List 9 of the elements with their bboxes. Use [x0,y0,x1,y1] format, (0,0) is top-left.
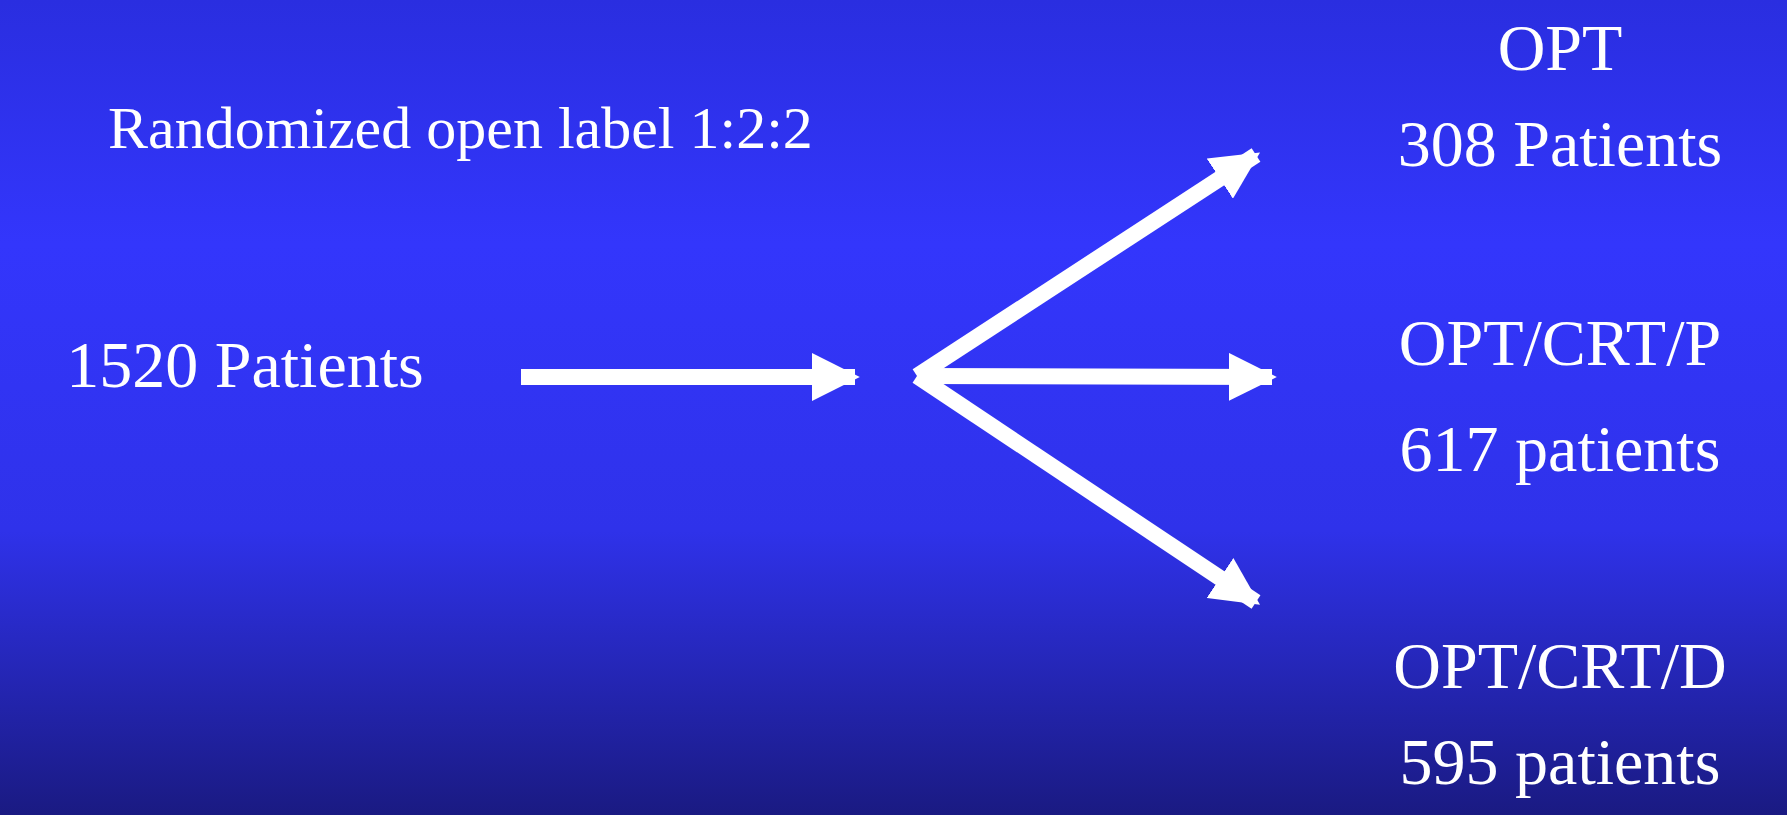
patient-count: 595 patients [1398,724,1722,800]
note-text: Randomized open label 1:2:2 [108,94,813,163]
patient-count: 617 patients [1398,411,1722,487]
group-label: OPT/CRT/P [1397,305,1723,381]
arrow [521,353,860,401]
group-label: 1520 Patients [65,327,425,403]
group-label: OPT/CRT/D [1392,628,1728,704]
patient-count: 308 Patients [1396,106,1724,182]
group-label: OPT [1496,10,1624,86]
